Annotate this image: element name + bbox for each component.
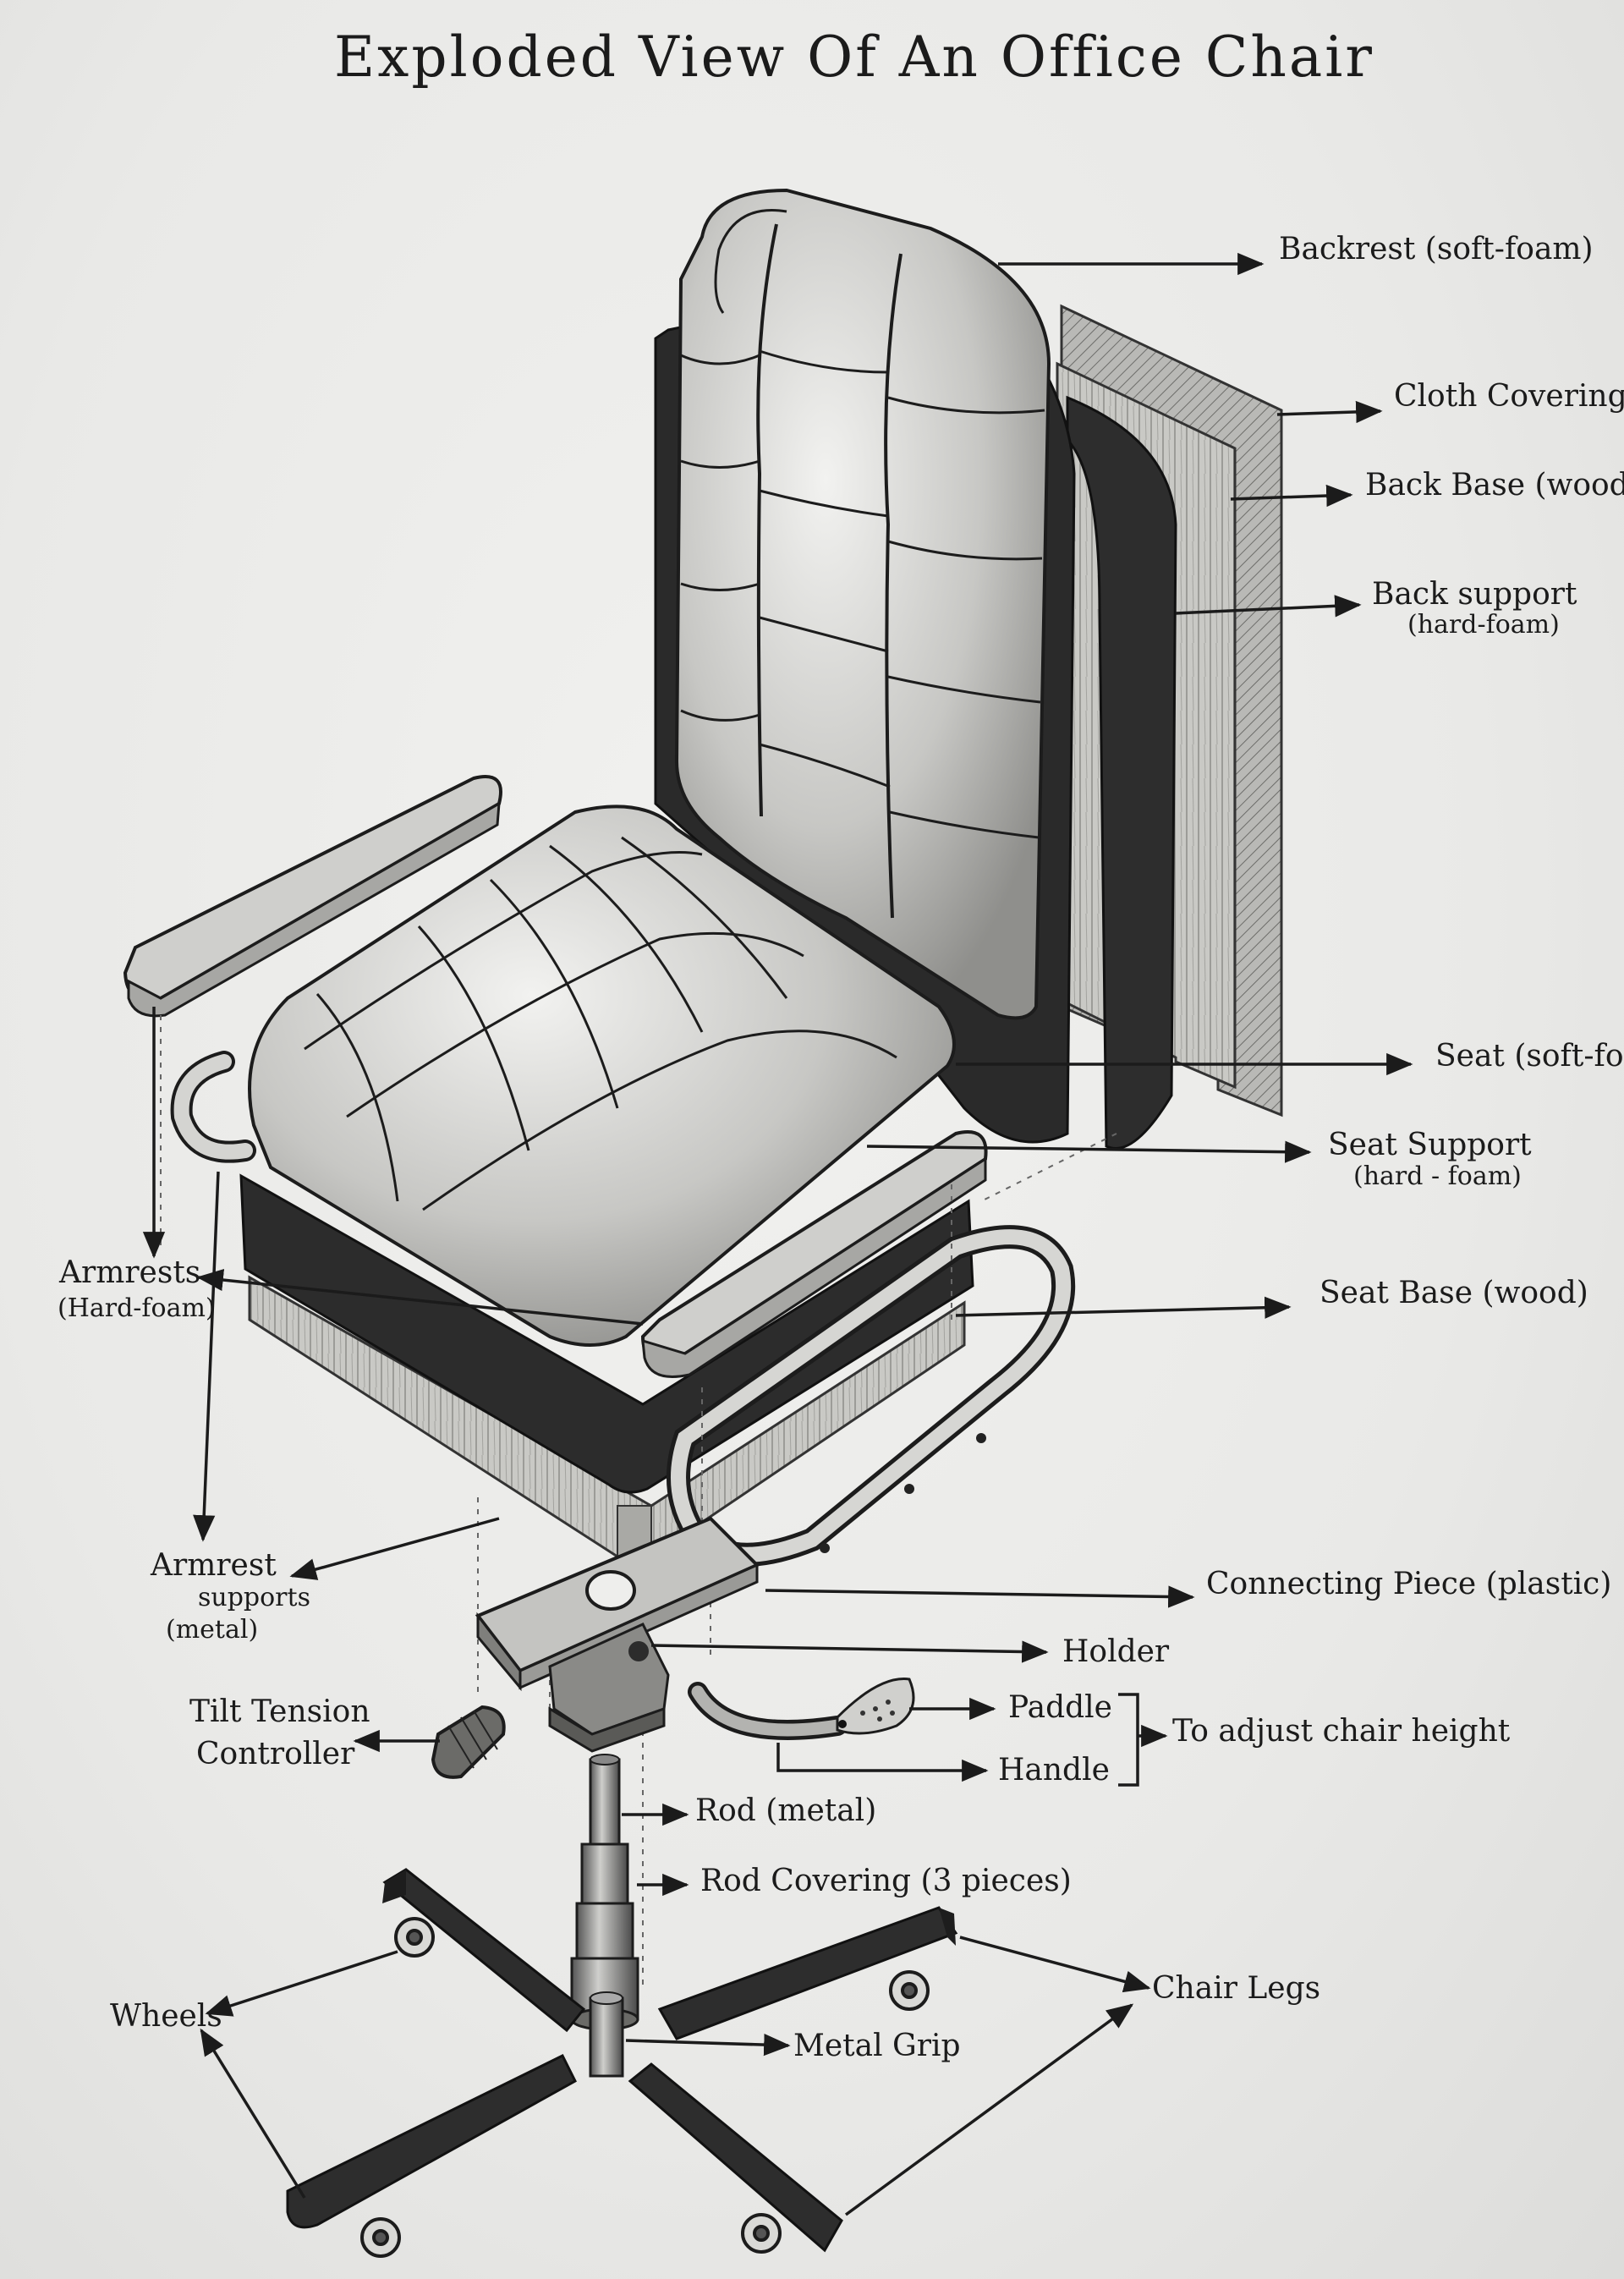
label-seat-support: Seat Support [1328,1128,1532,1162]
label-adjust-height: To adjust chair height [1172,1714,1511,1749]
rod [589,1754,621,1854]
label-tilt-tension-line1: Tilt Tension [189,1694,370,1729]
right-armrest-support [667,1225,1076,1567]
left-armrest-support [170,1051,256,1163]
label-metal-grip: Metal Grip [793,2029,961,2063]
chair-leg-back-left [382,1868,586,2033]
label-rod-covering: Rod Covering (3 pieces) [700,1864,1072,1898]
holder-body [548,1623,670,1753]
label-seat-support-material: (hard - foam) [1353,1161,1522,1191]
label-backrest: Backrest (soft-foam) [1279,232,1594,266]
label-holder: Holder [1062,1634,1170,1669]
diagram-title: Exploded View Of An Office Chair [334,25,1374,90]
metal-grip [589,1991,624,2078]
wheel [360,1917,930,2258]
label-handle: Handle [998,1753,1110,1788]
label-armrest-supports-line2: supports [198,1583,310,1612]
label-rod: Rod (metal) [695,1793,877,1828]
label-back-support-material: (hard-foam) [1407,610,1560,640]
label-paddle: Paddle [1008,1690,1112,1725]
seat-base-block [248,1275,966,1558]
label-armrest-supports-line3: (metal) [166,1615,259,1645]
label-armrests: Armrests [59,1255,201,1290]
height-handle [688,1682,848,1740]
chair-leg-front-left [286,2053,577,2229]
tilt-tension-knob [431,1705,506,1779]
label-seat-base: Seat Base (wood) [1320,1276,1588,1310]
label-connecting-piece: Connecting Piece (plastic) [1206,1567,1612,1601]
label-chair-legs: Chair Legs [1152,1971,1321,2006]
label-seat: Seat (soft-foam [1435,1039,1624,1074]
right-armrest-pad [640,1130,988,1378]
chair-leg-back-right [657,1906,958,2040]
seat-cushion [248,805,956,1347]
label-cloth-covering: Cloth Covering [1394,379,1624,414]
chair-leg-front-right [628,2062,843,2253]
back-support-panel [1066,395,1177,1150]
label-back-base: Back Base (wood) [1365,468,1624,502]
label-tilt-tension-line2: Controller [196,1737,355,1771]
label-armrest-supports-line1: Armrest [151,1548,277,1583]
backrest-cushion [674,188,1051,1020]
label-wheels: Wheels [110,1999,222,2034]
paddle [836,1678,915,1735]
leader-arrows [142,252,1413,2216]
label-armrests-material: (Hard-foam) [58,1293,216,1323]
left-armrest-pad [123,775,502,1018]
label-back-support: Back support [1372,577,1577,612]
